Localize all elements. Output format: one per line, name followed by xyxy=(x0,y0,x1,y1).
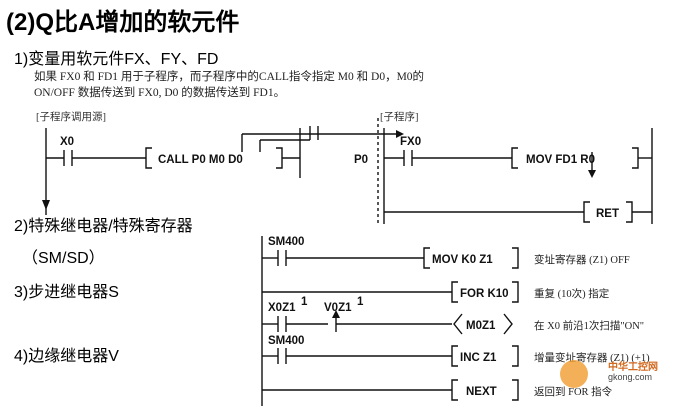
section1-para-line1: 如果 FX0 和 FD1 用于子程序，而子程序中的CALL指令指定 M0 和 D… xyxy=(34,71,425,83)
label-subroutine: [子程序] xyxy=(380,110,419,123)
v0z1-label: V0Z1 xyxy=(324,302,352,314)
sm400-label-2: SM400 xyxy=(268,335,304,347)
x0z1-superscript: 1 xyxy=(301,296,308,308)
section2-heading: 2)特殊继电器/特殊寄存器 xyxy=(14,218,193,235)
mov-comment: 变址寄存器 (Z1) OFF xyxy=(534,253,630,266)
inc-z1: INC Z1 xyxy=(460,352,497,364)
contact-x0: X0 xyxy=(60,136,74,148)
pointer-p0: P0 xyxy=(354,154,368,166)
x0z1-label: X0Z1 xyxy=(268,302,296,314)
coil-comment: 在 X0 前沿1次扫描"ON" xyxy=(534,319,644,332)
mov-instruction: MOV FD1 R0 xyxy=(526,154,595,166)
watermark-gear-icon xyxy=(560,360,588,388)
watermark-line2: gkong.com xyxy=(608,372,653,382)
section1-para-line2: ON/OFF 数据传送到 FX0, D0 的数据传送到 FD1。 xyxy=(34,87,286,99)
watermark-line1: 中华工控网 xyxy=(608,362,658,373)
for-comment: 重复 (10次) 指定 xyxy=(534,287,610,300)
coil-m0z1: M0Z1 xyxy=(466,320,496,332)
section2-sub: （SM/SD） xyxy=(22,250,105,267)
section4-heading: 4)边缘继电器V xyxy=(14,348,119,365)
contact-fx0: FX0 xyxy=(400,136,421,148)
v0z1-superscript: 1 xyxy=(357,296,364,308)
mov-k0-z1: MOV K0 Z1 xyxy=(432,254,493,266)
next-comment: 返回到 FOR 指令 xyxy=(534,385,613,398)
section3-heading: 3)步进继电器S xyxy=(14,284,119,301)
next-instruction: NEXT xyxy=(466,386,497,398)
slide-title: (2)Q比A增加的软元件 xyxy=(6,9,240,36)
call-instruction: CALL P0 M0 D0 xyxy=(158,154,243,166)
ret-instruction: RET xyxy=(596,208,619,220)
sm400-label-1: SM400 xyxy=(268,236,304,248)
inc-comment: 增量变址寄存器 (Z1) (+1) xyxy=(534,351,650,364)
section1-heading: 1)变量用软元件FX、FY、FD xyxy=(14,51,219,68)
for-k10: FOR K10 xyxy=(460,288,509,300)
label-caller: [子程序调用源] xyxy=(36,110,106,123)
